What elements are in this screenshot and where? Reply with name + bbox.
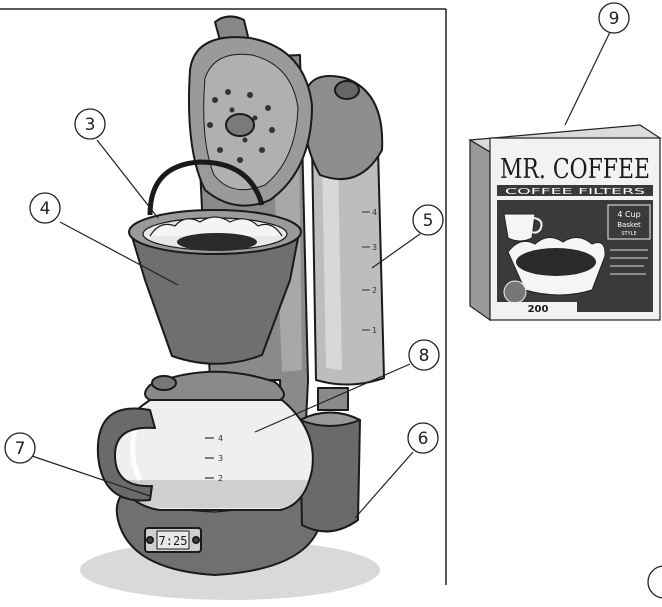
brew-pause-valve — [317, 387, 349, 411]
reservoir-level-marks — [362, 211, 370, 331]
basket-handle — [147, 159, 265, 216]
leader-3 — [96, 139, 159, 219]
switch-top — [299, 411, 361, 427]
carafe-coffee — [122, 480, 308, 508]
leader-9 — [564, 31, 611, 126]
carafe-mark-3: 3 — [218, 454, 223, 463]
reservoir-mark-2: 2 — [372, 286, 377, 295]
callout-6-label: 6 — [418, 429, 429, 449]
reservoir-mark-4: 4 — [372, 208, 377, 217]
box-brand-name: MR. COFFEE — [500, 154, 650, 185]
callout-6: 6 — [407, 422, 439, 454]
callout-3: 3 — [74, 108, 106, 140]
callout-5: 5 — [412, 204, 444, 236]
box-cup-handle — [531, 217, 543, 234]
reservoir-knob — [334, 80, 360, 100]
box-coffee-cup — [503, 213, 536, 242]
lid-center-knob — [225, 113, 255, 137]
box-subtitle-band — [497, 185, 653, 196]
box-count-strip — [497, 302, 577, 314]
coffee-maker: 7:25 4 3 2 4 3 2 1 — [80, 15, 385, 600]
carafe-handle — [96, 407, 156, 502]
box-info-panel — [607, 204, 651, 240]
carafe-shine — [129, 429, 143, 482]
leader-4 — [59, 221, 179, 286]
paper-filter — [149, 216, 283, 237]
callout-7-label: 7 — [15, 439, 26, 459]
callout-cropped — [647, 565, 662, 599]
box-count-text: 200 — [528, 304, 549, 315]
callout-9-label: 9 — [609, 9, 620, 29]
reservoir-lid — [303, 75, 384, 181]
callout-4: 4 — [29, 192, 61, 224]
box-side-face — [469, 138, 491, 322]
clock-display-text: 7:25 — [159, 534, 188, 548]
box-subtitle: COFFEE FILTERS — [505, 187, 645, 196]
box-panel-line2: Basket — [617, 221, 641, 229]
callout-9: 9 — [598, 2, 630, 34]
box-bullet-lines — [610, 249, 648, 275]
leader-7 — [31, 455, 151, 497]
box-seal-badge — [503, 280, 527, 304]
carafe-mark-4: 4 — [218, 434, 223, 443]
lid-showerhead-holes — [207, 89, 275, 163]
carafe-level-marks — [205, 437, 214, 479]
carafe-lid — [144, 370, 285, 401]
callout-8-label: 8 — [419, 346, 430, 366]
callout-leaders — [31, 31, 611, 519]
callout-8: 8 — [408, 339, 440, 371]
coffee-grounds — [177, 233, 257, 251]
reservoir-mark-1: 1 — [372, 326, 377, 335]
clock-button-right[interactable] — [192, 536, 200, 544]
leader-5 — [371, 233, 421, 269]
leader-8 — [254, 363, 411, 433]
callout-3-label: 3 — [85, 115, 96, 135]
box-panel-line3: STYLE — [621, 231, 636, 237]
callout-4-label: 4 — [40, 199, 51, 219]
clock-screen — [156, 530, 190, 550]
reservoir-shine — [322, 158, 342, 370]
carafe-lid-knob — [151, 375, 177, 391]
leader-6 — [354, 451, 414, 519]
box-panel-line1: 4 Cup — [617, 210, 640, 219]
box-coffee-grounds — [516, 248, 596, 276]
coffee-filter-box: MR. COFFEE COFFEE FILTERS 4 Cup Basket S… — [468, 124, 662, 322]
reservoir-mark-3: 3 — [372, 243, 377, 252]
filter-basket — [129, 227, 301, 365]
callout-5-label: 5 — [423, 211, 434, 231]
callout-7: 7 — [4, 432, 36, 464]
clock-button-left[interactable] — [146, 536, 154, 544]
carafe-mark-2: 2 — [218, 474, 223, 483]
